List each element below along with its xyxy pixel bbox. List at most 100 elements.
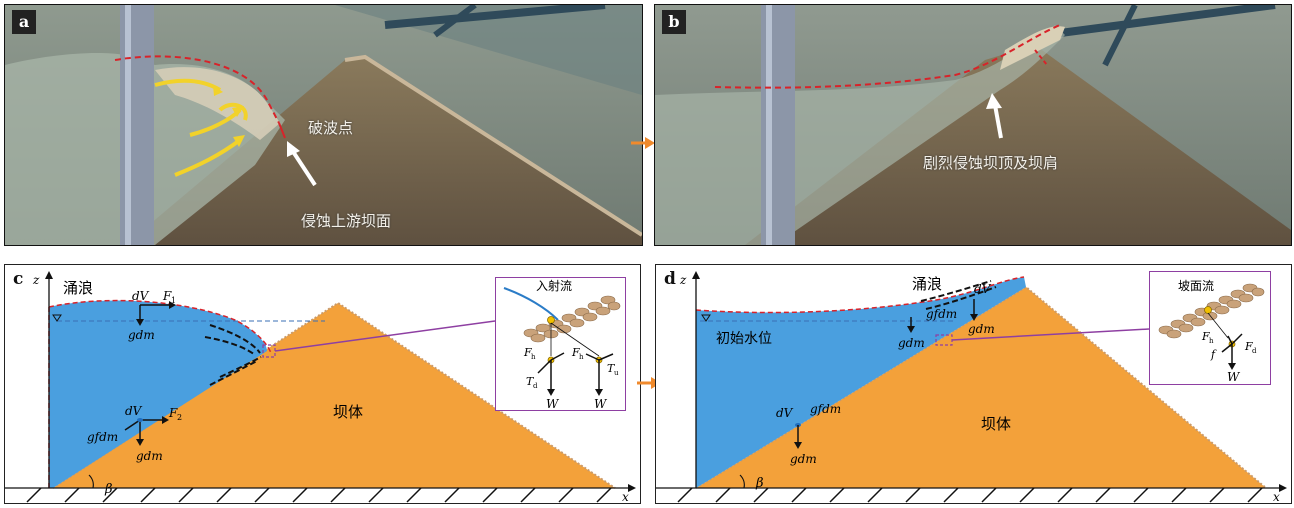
F1-subscript: 1 xyxy=(171,296,176,305)
breaking-point-label: 破波点 xyxy=(308,119,354,137)
water-surface-dashed xyxy=(48,299,272,354)
foam xyxy=(155,67,280,140)
glass-frame xyxy=(335,5,642,95)
water-surface-dashed xyxy=(695,276,1025,314)
wave-front-dashed xyxy=(278,122,286,139)
Fh-subscript: h xyxy=(1209,337,1214,345)
panel-c-diagram: z x β 涌浪 坝体 dV F 1 gdm dV F 2 gfdm gdm xyxy=(5,271,636,503)
incident-jet xyxy=(503,287,559,321)
inset-incident-flow-diagram: 入射流 F h F h T d T u W W xyxy=(503,278,621,411)
flow-path-arrow xyxy=(925,286,997,310)
slope-angle-arc xyxy=(88,474,94,489)
flow-path-arrow xyxy=(204,336,256,356)
foam xyxy=(1000,26,1065,71)
flow-path-arrow xyxy=(920,280,992,302)
lift-arrow xyxy=(1227,335,1233,345)
volume-element xyxy=(137,418,143,422)
steel-beam xyxy=(384,5,606,29)
particle-highlight xyxy=(1204,306,1212,314)
wave-front-dashed xyxy=(114,55,280,124)
dam-crest-edge xyxy=(344,54,642,237)
gravity-arrowhead xyxy=(970,314,978,321)
friction-arrow xyxy=(124,419,141,431)
surge-water xyxy=(696,277,1026,488)
dV-bottom-label: dV xyxy=(125,404,143,418)
Fh-label-1: F xyxy=(523,346,532,359)
drag-arrow xyxy=(1231,333,1243,345)
flow-path-arrow xyxy=(209,324,261,354)
sediment-particles xyxy=(523,295,621,343)
panel-a-photo: a 破波点 侵蚀上游坝面 xyxy=(4,4,643,246)
Fh-label: F xyxy=(1201,330,1210,343)
yellow-flow-arrow xyxy=(218,102,248,121)
upstream-erosion-label: 侵蚀上游坝面 xyxy=(301,212,392,230)
panel-d-diagram: z x β 涌浪 初始水位 坝体 dV gfdm gdm gdm dV gfdm… xyxy=(656,271,1287,503)
friction-label: f xyxy=(1210,348,1217,361)
white-pointer-arrow xyxy=(993,104,1003,139)
dam-body xyxy=(696,287,1266,488)
z-axis-arrowhead xyxy=(692,271,700,279)
surge-label: 涌浪 xyxy=(912,275,942,293)
lift-arrow xyxy=(550,352,565,361)
uplift-arrow xyxy=(598,353,614,361)
panel-c-label: c xyxy=(13,269,24,289)
dam-label: 坝体 xyxy=(333,403,363,421)
drag-arrow xyxy=(537,359,552,374)
gfdm-top-label: gfdm xyxy=(926,307,957,321)
slope-angle-label: β xyxy=(755,476,764,491)
gfdm-bottom-label: gfdm xyxy=(810,402,841,416)
surge-label: 涌浪 xyxy=(63,279,93,297)
dV-top-label: dV xyxy=(132,289,150,303)
initial-water-level-label: 初始水位 xyxy=(716,330,772,347)
slope-angle-label: β xyxy=(104,482,113,497)
gravity-arrowhead xyxy=(136,319,144,326)
yellow-flow-arrowhead xyxy=(233,135,245,147)
F2-subscript: 2 xyxy=(177,413,182,422)
force-F2-arrowhead xyxy=(162,416,169,424)
F1-label: F xyxy=(162,289,172,303)
zoom-connector xyxy=(274,320,496,352)
z-axis-label: z xyxy=(32,273,40,287)
particle-connector xyxy=(1207,312,1229,339)
gravity-arrowhead xyxy=(794,442,802,449)
surge-water xyxy=(655,25,1065,245)
panel-d-label: d xyxy=(664,269,676,289)
x-axis-arrowhead xyxy=(1279,484,1287,492)
inset-incident-flow: 入射流 F h F h T d T u W W xyxy=(495,277,626,411)
gdm-top-label: gdm xyxy=(128,328,155,342)
Tu-label: T xyxy=(607,362,616,375)
z-axis-label: z xyxy=(679,273,687,287)
yellow-flow-arrowhead xyxy=(213,85,223,96)
white-pointer-arrowhead xyxy=(287,141,300,157)
steel-beam xyxy=(1044,5,1276,39)
Fh-subscript-1: h xyxy=(531,353,536,361)
dV-bottom-label: dV xyxy=(776,406,794,420)
inset-slope-flow-diagram: 坡面流 F h F d f W xyxy=(1158,279,1265,384)
zoom-connector xyxy=(951,328,1150,341)
Fd-label: F xyxy=(1244,340,1253,353)
crest-erosion-label: 剧烈侵蚀坝顶及坝肩 xyxy=(923,154,1059,172)
gravity-arrowhead xyxy=(907,326,915,333)
sediment-particles xyxy=(1158,283,1265,339)
flume-pillar-highlight xyxy=(125,5,131,245)
particle-connector xyxy=(550,322,600,357)
drag-arrow xyxy=(585,353,600,361)
W-label-1: W xyxy=(546,397,560,410)
z-axis-arrowhead xyxy=(45,271,53,279)
water-level-symbol xyxy=(701,314,711,322)
gdm-bottom-label: gdm xyxy=(136,449,163,463)
transition-arrow-ab xyxy=(631,137,655,149)
yellow-flow-arrowhead xyxy=(232,106,244,117)
ground-hatching xyxy=(677,487,1263,503)
steel-beam xyxy=(1102,5,1138,67)
dam-body xyxy=(125,57,642,245)
Fd-subscript: d xyxy=(1252,347,1257,355)
weight-arrowhead xyxy=(595,389,603,396)
inset-slope-flow: 坡面流 F h F d f W xyxy=(1149,271,1271,385)
wave-front-dashed xyxy=(1034,49,1048,66)
panel-c-schematic: z x β 涌浪 坝体 dV F 1 gdm dV F 2 gfdm gdm c xyxy=(4,264,641,504)
flow-path-arrow xyxy=(219,356,262,378)
flow-path-arrow xyxy=(209,360,258,386)
gdm-top-label: gdm xyxy=(968,322,995,336)
W-label-2: W xyxy=(594,397,608,410)
